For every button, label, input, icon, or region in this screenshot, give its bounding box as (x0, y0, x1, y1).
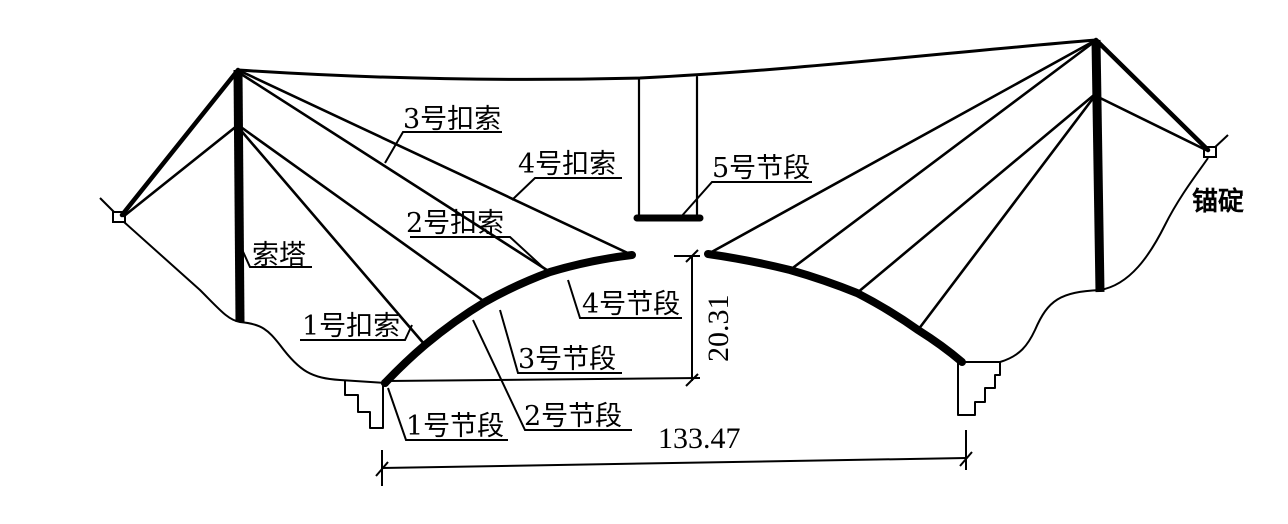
label-tower: 索塔 (252, 240, 306, 271)
right-ground-profile (957, 134, 1229, 416)
label-cable-2: 2号扣索 (406, 208, 504, 239)
label-anchorage: 锚碇 (1192, 186, 1244, 217)
right-back-stays (1092, 37, 1211, 153)
rise-dimension-value: 20.31 (702, 295, 735, 363)
label-segment-5: 5号节段 (712, 153, 810, 184)
label-segment-1: 1号节段 (406, 411, 504, 442)
rise-dimension (386, 249, 701, 387)
span-dimension-value: 133.47 (658, 422, 741, 455)
main-carrying-cable (236, 38, 1098, 82)
right-anchor-block (1203, 146, 1217, 158)
label-cable-3: 3号扣索 (403, 104, 501, 135)
right-arch-segments (704, 250, 966, 366)
left-anchor-block (112, 211, 126, 223)
left-tie-cables (236, 68, 634, 347)
right-tower (1091, 39, 1105, 293)
span-dimension (375, 430, 973, 486)
left-tower (233, 69, 245, 323)
label-cable-4: 4号扣索 (518, 149, 616, 180)
segment-5-hanger (633, 75, 704, 222)
right-tie-cables (706, 38, 1098, 332)
label-cable-1: 1号扣索 (302, 311, 400, 342)
label-segment-4: 4号节段 (582, 289, 680, 320)
left-arch-segments (381, 251, 636, 387)
leader-lines (239, 131, 812, 441)
label-segment-3: 3号节段 (518, 344, 616, 375)
label-segment-2: 2号节段 (524, 401, 622, 432)
left-back-stays (119, 67, 241, 218)
